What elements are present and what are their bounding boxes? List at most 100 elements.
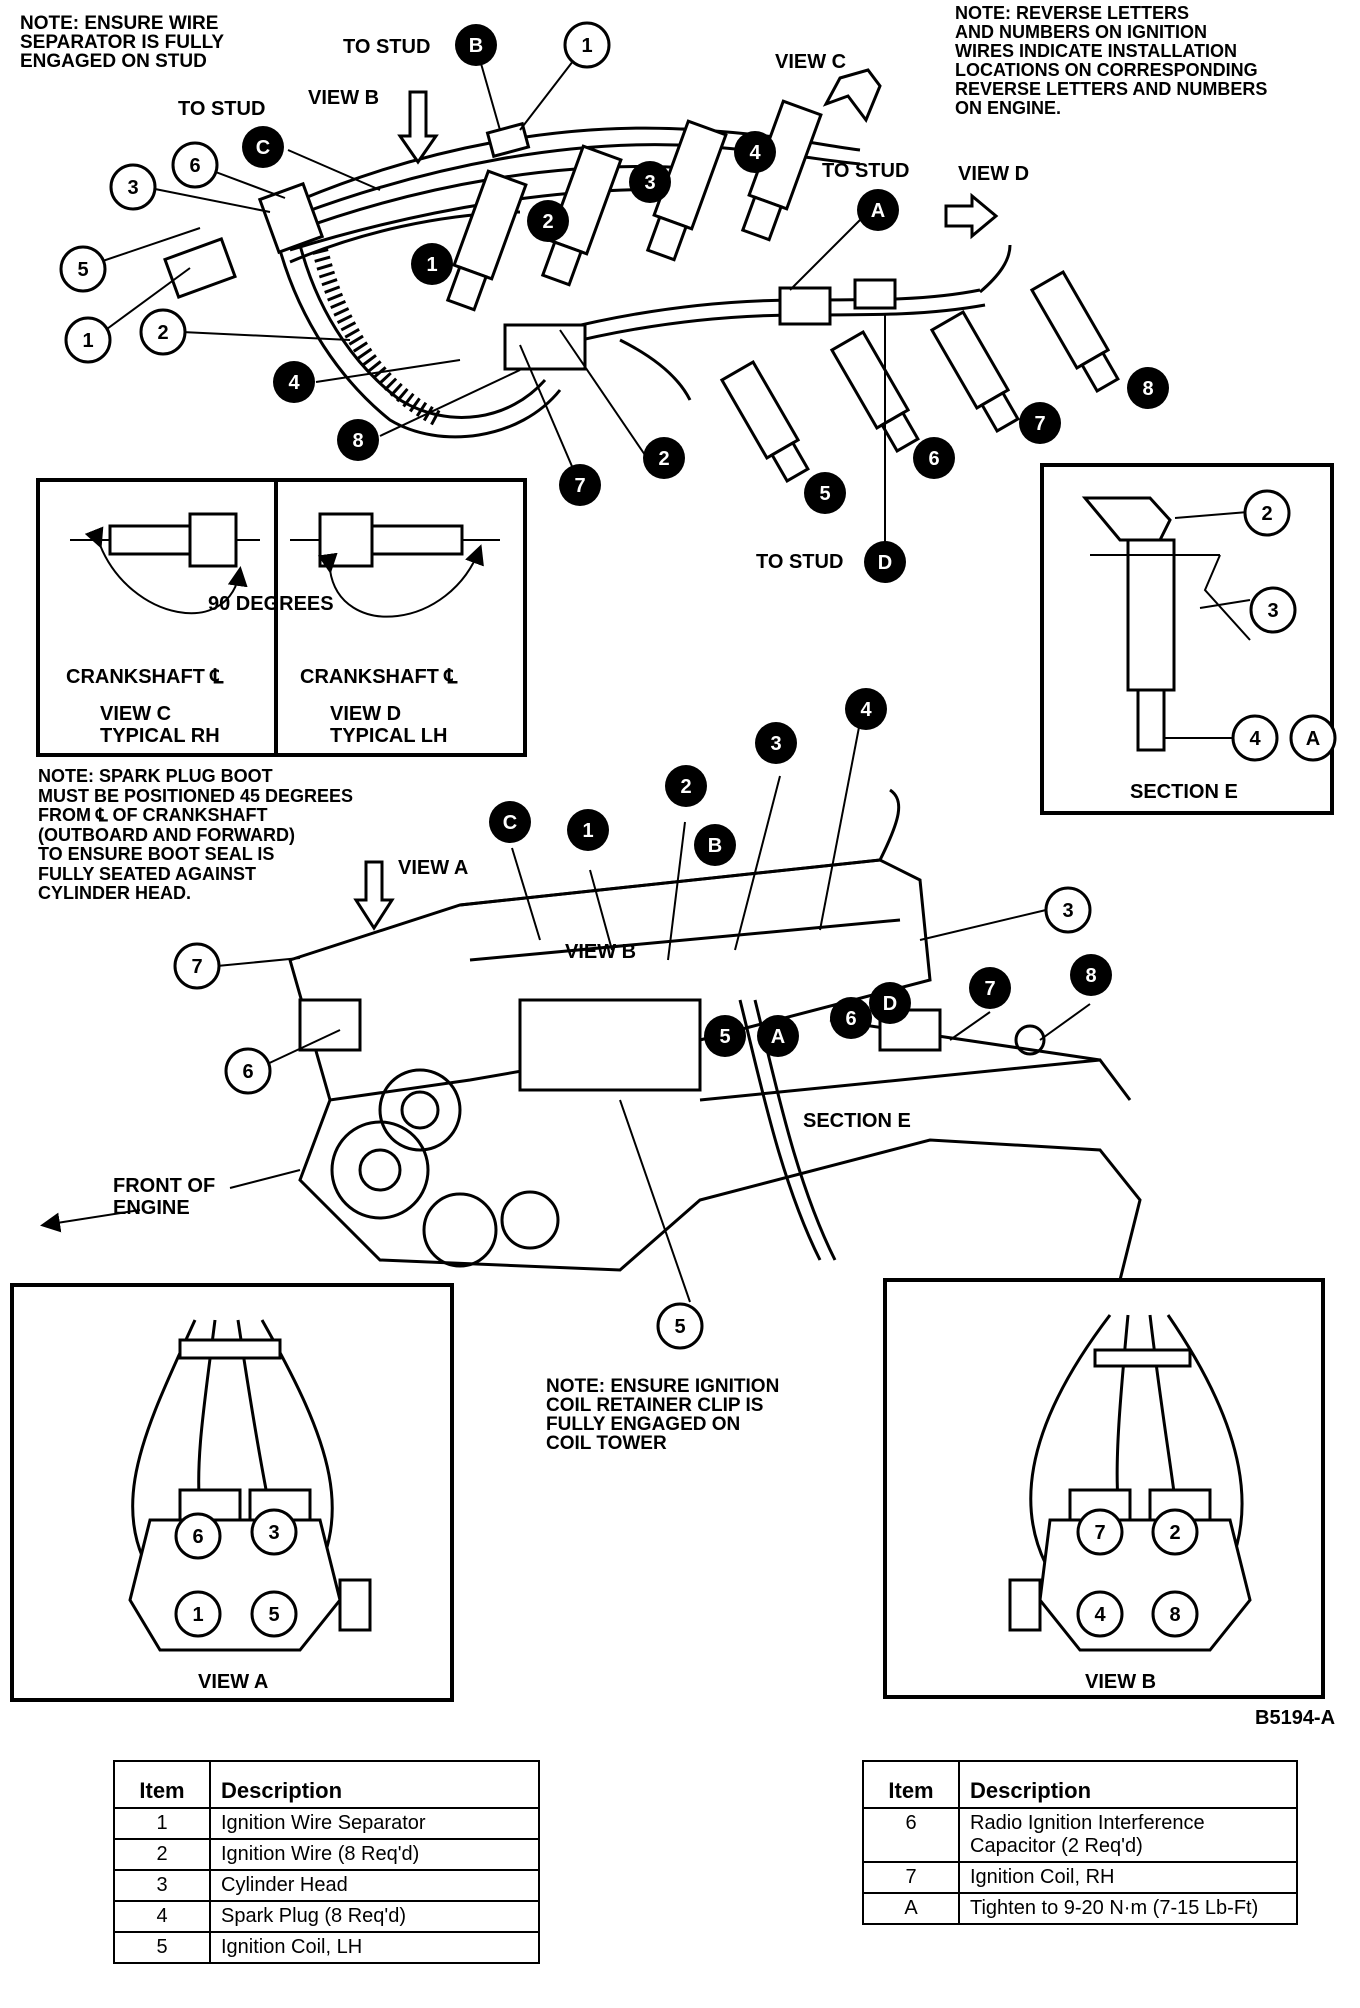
- svg-text:D: D: [883, 993, 897, 1015]
- view-b-title: VIEW B: [1085, 1671, 1156, 1693]
- svg-text:2: 2: [680, 776, 691, 798]
- svg-text:6: 6: [928, 448, 939, 470]
- svg-text:8: 8: [1169, 1604, 1180, 1626]
- callout-4-section-e: 4: [1231, 714, 1279, 762]
- item-description: Tighten to 9-20 N·m (7-15 Lb-Ft): [958, 1892, 1298, 1925]
- callout-2-left: 2: [139, 308, 187, 356]
- callout-D-engine: D: [869, 982, 911, 1024]
- svg-text:C: C: [503, 812, 517, 834]
- callout-6-view-a: 6: [174, 1512, 222, 1560]
- callout-rev-5-mid: 5: [804, 472, 846, 514]
- svg-text:4: 4: [749, 142, 761, 164]
- svg-text:1: 1: [192, 1604, 203, 1626]
- svg-text:3: 3: [1267, 600, 1278, 622]
- table-header-row: Item Description: [113, 1760, 540, 1809]
- svg-text:4: 4: [1094, 1604, 1106, 1626]
- callout-5-engine: 5: [656, 1302, 704, 1350]
- callout-rev-8-left: 8: [337, 419, 379, 461]
- leader-lines-engine: [40, 721, 1091, 1303]
- callout-C-top: C: [242, 126, 284, 168]
- column-header-description: Description: [209, 1760, 540, 1809]
- svg-text:1: 1: [82, 330, 93, 352]
- to-stud-c-label: TO STUD: [178, 98, 265, 120]
- svg-text:3: 3: [127, 177, 138, 199]
- leader-lines-top: [81, 51, 886, 545]
- view-b-label-engine: VIEW B: [565, 941, 636, 963]
- callout-rev-4-left: 4: [273, 361, 315, 403]
- svg-text:5: 5: [674, 1316, 685, 1338]
- svg-text:A: A: [771, 1026, 785, 1048]
- svg-text:8: 8: [1142, 378, 1153, 400]
- column-header-item: Item: [862, 1760, 960, 1809]
- callout-rev-7-right: 7: [1019, 402, 1061, 444]
- view-a-label-engine: VIEW A: [398, 857, 468, 879]
- callout-B-engine: B: [694, 824, 736, 866]
- svg-text:7: 7: [1094, 1522, 1105, 1544]
- view-c-label-top: VIEW C: [775, 51, 846, 73]
- callout-D-top: D: [864, 541, 906, 583]
- callout-rev-2-mid: 2: [643, 437, 685, 479]
- crankshaft-label-c: CRANKSHAFT ℄: [66, 666, 224, 688]
- svg-text:5: 5: [268, 1604, 279, 1626]
- view-d-title: VIEW D: [330, 703, 401, 725]
- item-description: Ignition Coil, LH: [209, 1931, 540, 1964]
- callout-1-left: 1: [64, 316, 112, 364]
- item-description: Ignition Wire Separator: [209, 1807, 540, 1840]
- item-number: 3: [113, 1869, 211, 1902]
- crankshaft-label-d: CRANKSHAFT ℄: [300, 666, 458, 688]
- engine-label: ENGINE: [113, 1197, 190, 1219]
- svg-text:2: 2: [1169, 1522, 1180, 1544]
- note-wire-separator: NOTE: ENSURE WIRE SEPARATOR IS FULLY ENG…: [20, 13, 225, 72]
- diagram-labels: TO STUD TO STUD TO STUD TO STUD VIEW B V…: [66, 36, 1335, 1729]
- typical-lh-label: TYPICAL LH: [330, 725, 447, 747]
- svg-text:4: 4: [1249, 728, 1261, 750]
- svg-text:7: 7: [1034, 413, 1045, 435]
- table-header-row: Item Description: [862, 1760, 1298, 1809]
- svg-text:A: A: [1306, 728, 1320, 750]
- note-ignition-coil-clip: NOTE: ENSURE IGNITION COIL RETAINER CLIP…: [546, 1376, 780, 1454]
- svg-text:5: 5: [719, 1026, 730, 1048]
- callout-3-engine: 3: [1044, 886, 1092, 934]
- callout-rev-3-engine: 3: [755, 722, 797, 764]
- callout-rev-2-top: 2: [527, 200, 569, 242]
- section-e-label-engine: SECTION E: [803, 1110, 911, 1132]
- column-header-description: Description: [958, 1760, 1298, 1809]
- note-spark-plug-boot: NOTE: SPARK PLUG BOOT MUST BE POSITIONED…: [38, 766, 354, 903]
- callouts-open: 1 3 6 5 1 2 2 3 4 A 7 6 3 5 6 3 1 5 7 2 …: [59, 21, 1337, 1638]
- svg-text:3: 3: [268, 1522, 279, 1544]
- spark-plug-boots-upper: [445, 99, 1120, 484]
- callout-C-engine: C: [489, 801, 531, 843]
- item-description: Ignition Coil, RH: [958, 1861, 1298, 1894]
- view-b-label-top: VIEW B: [308, 87, 379, 109]
- svg-text:C: C: [256, 137, 270, 159]
- callout-3-top: 3: [109, 163, 157, 211]
- callout-3-view-a: 3: [250, 1508, 298, 1556]
- item-number: 1: [113, 1807, 211, 1840]
- column-header-item: Item: [113, 1760, 211, 1809]
- svg-text:2: 2: [658, 448, 669, 470]
- callout-rev-6-mid: 6: [913, 437, 955, 479]
- svg-text:6: 6: [192, 1526, 203, 1548]
- callout-A-section-e: A: [1289, 714, 1337, 762]
- svg-text:B: B: [708, 835, 722, 857]
- typical-rh-label: TYPICAL RH: [100, 725, 220, 747]
- callout-rev-1-top: 1: [411, 243, 453, 285]
- svg-text:1: 1: [582, 820, 593, 842]
- svg-text:6: 6: [845, 1008, 856, 1030]
- svg-text:3: 3: [644, 172, 655, 194]
- view-a-title: VIEW A: [198, 1671, 268, 1693]
- view-d-label-top: VIEW D: [958, 163, 1029, 185]
- callout-A-top: A: [857, 189, 899, 231]
- callout-rev-1-engine: 1: [567, 809, 609, 851]
- item-description: Cylinder Head: [209, 1869, 540, 1902]
- callout-6-engine: 6: [224, 1047, 272, 1095]
- section-e-inset: [1040, 463, 1334, 815]
